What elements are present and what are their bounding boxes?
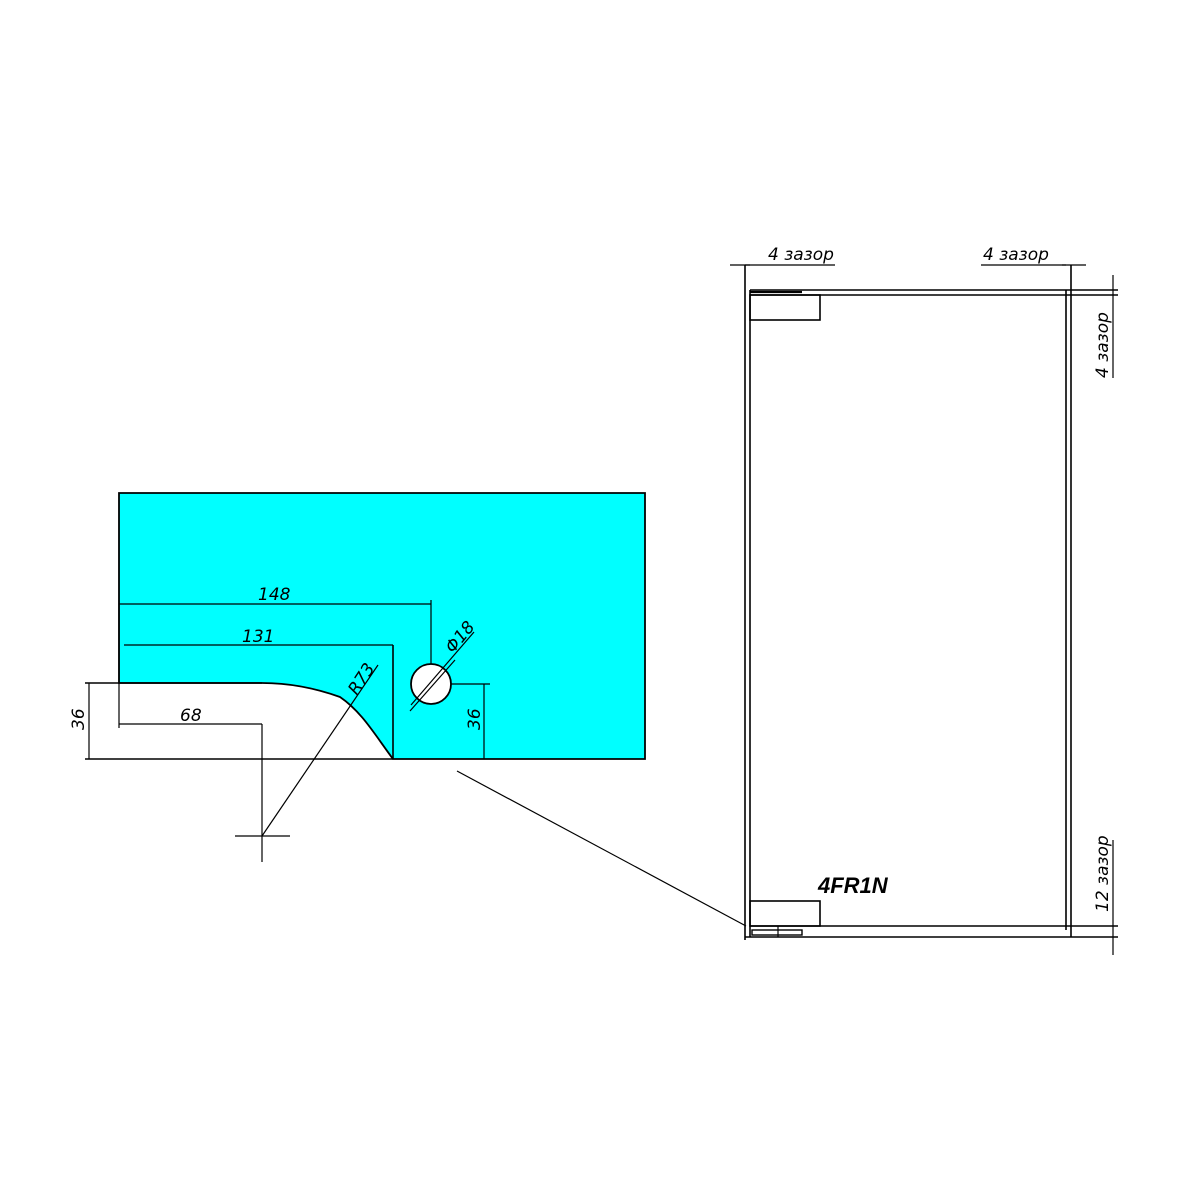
detail-leader-line	[456, 770, 747, 927]
gap-right-top-text: 4 зазор	[1093, 312, 1113, 378]
top-hinge	[749, 294, 821, 321]
dim-36-right-text: 36	[465, 708, 485, 730]
gap-right-bottom-text: 12 зазор	[1093, 835, 1113, 912]
hinge-plate-body	[118, 492, 646, 760]
gap-top-left-text: 4 зазор	[768, 245, 834, 265]
front-view: 4 зазор 4 зазор 4 зазор 12 зазор 4FR1N	[730, 245, 1118, 955]
part-label: 4FR1N	[817, 873, 889, 898]
dim-68-text: 68	[180, 706, 202, 726]
radius-line	[261, 664, 379, 837]
bottom-hinge	[749, 900, 821, 927]
hole-center-line	[410, 631, 475, 706]
dim-148-text: 148	[258, 585, 291, 605]
dim-131-text: 131	[242, 627, 274, 647]
detail-view: 148 131 68 36 36 R73 Φ18	[69, 492, 646, 862]
gap-top-right-text: 4 зазор	[983, 245, 1049, 265]
bottom-hinge-plate	[751, 929, 803, 936]
hole-diameter-line	[409, 659, 456, 712]
dim-36-left-text: 36	[69, 708, 89, 730]
